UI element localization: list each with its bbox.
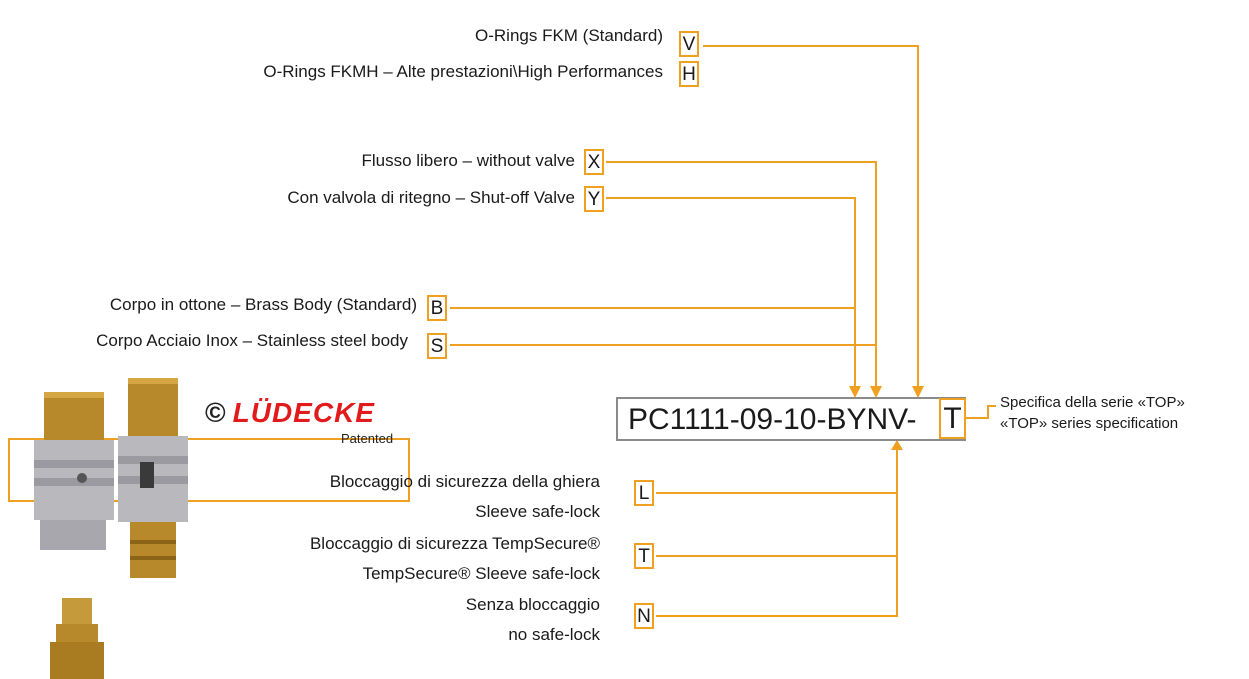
option-code-letter: X xyxy=(587,152,601,173)
option-code-letter: L xyxy=(638,483,650,504)
copyright-symbol: © xyxy=(205,397,227,428)
product-code: PC1111-09-10-BYNV- xyxy=(628,403,917,436)
patented-label: Patented xyxy=(341,431,394,446)
option-code-letter: H xyxy=(682,64,696,85)
option-code-letter: N xyxy=(637,606,651,627)
coupling-photo-left xyxy=(34,392,114,550)
option-label-shutoff: Con valvola di ritegno – Shut-off Valve xyxy=(287,188,575,207)
option-code-t: T xyxy=(634,543,654,569)
option-label-no-lock-en: no safe-lock xyxy=(508,625,600,644)
series-spec-label-en: «TOP» series specification xyxy=(1000,415,1179,432)
option-code-letter: T xyxy=(638,546,650,567)
option-label-tempsecure-it: Bloccaggio di sicurezza TempSecure® xyxy=(309,534,600,553)
brand-name: LÜDECKE xyxy=(232,397,375,428)
option-label-brass: Corpo in ottone – Brass Body (Standard) xyxy=(109,295,417,314)
option-code-b: B xyxy=(427,295,447,321)
product-code-box: PC1111-09-10-BYNV- xyxy=(616,397,966,441)
option-label-free-flow: Flusso libero – without valve xyxy=(361,151,575,170)
option-code-letter: Y xyxy=(587,189,601,210)
option-label-stainless: Corpo Acciaio Inox – Stainless steel bod… xyxy=(96,331,408,350)
option-code-l: L xyxy=(634,480,654,506)
option-code-v: V xyxy=(679,31,699,57)
option-code-h: H xyxy=(679,61,699,87)
option-code-x: X xyxy=(584,149,604,175)
brand-logo: ©LÜDECKE xyxy=(205,397,375,429)
option-code-letter: S xyxy=(430,336,444,357)
coupling-photo-right xyxy=(118,378,188,578)
option-label-sleeve-lock-en: Sleeve safe-lock xyxy=(475,502,600,521)
series-spec-label-it: Specifica della serie «TOP» xyxy=(1000,394,1185,411)
option-code-letter: B xyxy=(430,298,444,319)
option-label-oring-standard: O-Rings FKM (Standard) xyxy=(475,26,663,45)
product-code-series-letter: T xyxy=(939,398,966,439)
option-code-s: S xyxy=(427,333,447,359)
option-code-n: N xyxy=(634,603,654,629)
nipple-photo xyxy=(50,598,104,679)
option-label-sleeve-lock-it: Bloccaggio di sicurezza della ghiera xyxy=(329,472,600,491)
option-label-no-lock-it: Senza bloccaggio xyxy=(465,595,600,614)
option-code-letter: V xyxy=(682,34,696,55)
option-label-tempsecure-en: TempSecure® Sleeve safe-lock xyxy=(362,564,600,583)
option-code-y: Y xyxy=(584,186,604,212)
option-label-oring-high: O-Rings FKMH – Alte prestazioni\High Per… xyxy=(263,62,663,81)
